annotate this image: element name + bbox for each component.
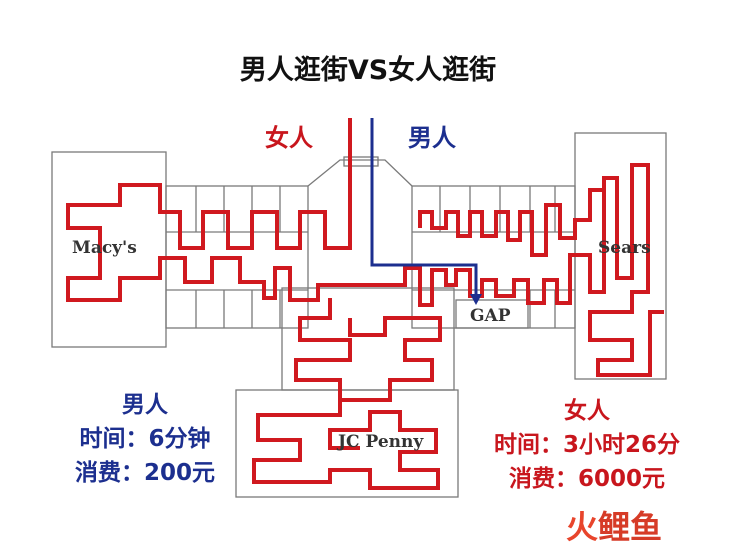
entrance-wall xyxy=(307,159,413,187)
woman-path-jcpenny xyxy=(252,400,440,490)
woman-path-upper-right xyxy=(418,188,604,257)
store-label-sears: Sears xyxy=(598,238,651,258)
logo-part1: 火 xyxy=(566,508,599,546)
entrance-door xyxy=(343,156,379,167)
store-label-gap: GAP xyxy=(470,306,511,326)
store-label-macys: Macy's xyxy=(72,238,137,258)
logo-part2: 鲤鱼 xyxy=(598,508,663,546)
woman-stats-time: 时间：3小时26分 xyxy=(493,432,680,458)
woman-path-lower xyxy=(294,298,442,402)
woman-stats-label: 女人 xyxy=(564,398,610,424)
man-path xyxy=(370,118,478,296)
store-label-jcpenny: JC Penny xyxy=(338,432,424,452)
man-stats: 男人 时间：6分钟 消费：200元 xyxy=(60,388,230,490)
woman-path xyxy=(66,118,664,377)
mall-walls xyxy=(51,132,667,498)
gap-store xyxy=(455,299,529,329)
woman-stats-cost: 消费：6000元 xyxy=(508,466,665,492)
man-path-arrowhead xyxy=(470,294,482,305)
man-stats-time: 时间：6分钟 xyxy=(79,426,211,452)
man-path-label: 男人 xyxy=(408,124,456,152)
man-stats-cost: 消费：200元 xyxy=(74,460,215,486)
center-hall xyxy=(281,287,455,391)
woman-stats: 女人 时间：3小时26分 消费：6000元 xyxy=(472,394,702,496)
page-title: 男人逛街VS女人逛街 xyxy=(239,55,497,86)
woman-path-label: 女人 xyxy=(265,124,313,152)
man-stats-label: 男人 xyxy=(122,392,168,418)
watermark-logo: 火鲤鱼 xyxy=(566,502,662,548)
